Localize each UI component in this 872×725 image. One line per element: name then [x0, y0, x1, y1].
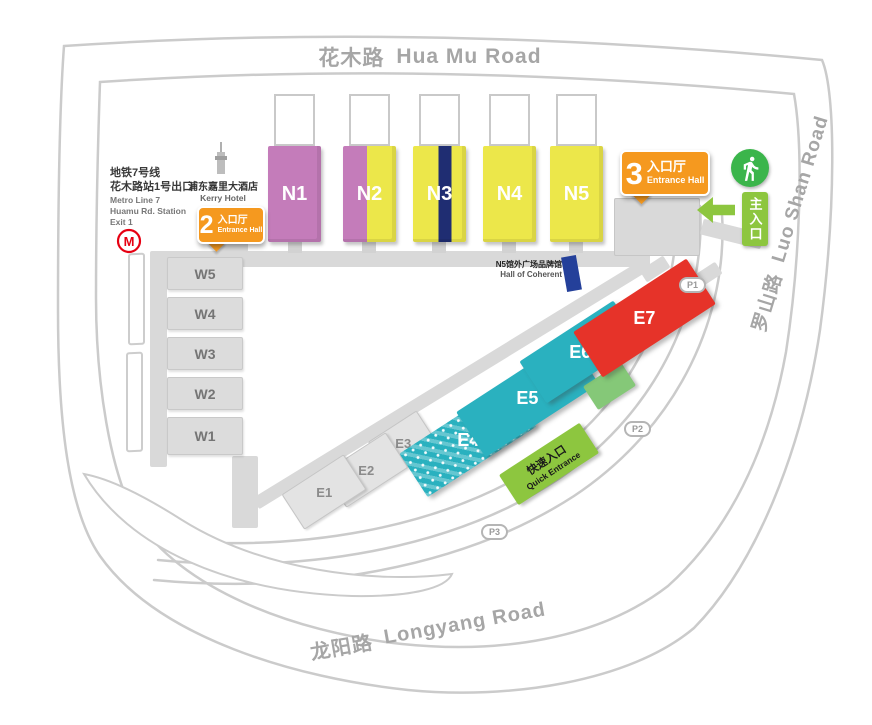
hall-w3: W3 — [167, 337, 243, 370]
coherent-hall-label: N5馆外广场品牌馆 Hall of Coherent — [478, 260, 562, 281]
hall-w1-label: W1 — [194, 428, 216, 444]
west-outdoor-strip-1 — [128, 252, 145, 346]
coherent-en: Hall of Coherent — [500, 270, 562, 280]
entrance-3-zh: 入口厅 — [646, 159, 686, 175]
parking-p3: P3 — [481, 524, 508, 540]
metro-zh-line2: 花木路站1号出口 — [110, 181, 194, 194]
road-huamu-en: Hua Mu Road — [396, 45, 542, 68]
hall-n3-tab — [432, 242, 446, 253]
hall-e2-label: E2 — [358, 462, 374, 478]
hall-w5-label: W5 — [194, 265, 216, 282]
hall-n4-tab — [502, 242, 516, 253]
corridor-west — [150, 251, 167, 467]
metro-logo-icon: M — [116, 228, 142, 259]
hall-n5-tab — [569, 242, 583, 253]
hall-n1-roof — [274, 94, 315, 146]
hall-w5: W5 — [167, 257, 243, 290]
hall-n1: N1 — [268, 146, 321, 242]
metro-zh-line1: 地铁7号线 — [110, 167, 161, 179]
entrance-2-number: 2 — [199, 210, 214, 239]
walking-person-icon — [743, 156, 758, 181]
pedestrian-icon — [731, 149, 769, 187]
parking-p3-label: P3 — [488, 527, 500, 537]
main-entrance-zh: 主入口 — [747, 196, 763, 242]
hotel-label: 浦东嘉里大酒店 Kerry Hotel — [178, 178, 268, 203]
entrance-3-number: 3 — [625, 155, 643, 191]
hall-n3-label: N3 — [426, 182, 453, 205]
hotel-en: Kerry Hotel — [200, 193, 246, 203]
coherent-zh: N5馆外广场品牌馆 — [495, 260, 562, 269]
hall-w2-label: W2 — [194, 385, 216, 402]
hall-n3: N3 — [413, 146, 466, 242]
hotel-zh: 浦东嘉里大酒店 — [188, 182, 258, 193]
parking-p2-label: P2 — [631, 424, 643, 434]
hall-e1-label: E1 — [316, 484, 332, 500]
corridor-southwest — [232, 456, 258, 528]
road-outer-boundary — [56, 35, 834, 694]
hall-n5-label: N5 — [563, 182, 590, 205]
west-outdoor-strip-2 — [126, 351, 143, 453]
entrance-3-badge: 3 入口厅 Entrance Hall — [620, 150, 710, 196]
hall-n2: N2 — [343, 146, 396, 242]
hall-w4: W4 — [167, 297, 243, 330]
road-label-huamu: 花木路 Hua Mu Road — [278, 42, 582, 72]
entrance-hall-3-building — [614, 198, 700, 256]
hall-n4-label: N4 — [496, 182, 523, 205]
hall-n3-roof — [419, 94, 460, 146]
hall-n1-label: N1 — [281, 182, 308, 205]
metro-info: 地铁7号线 花木路站1号出口 Metro Line 7 Huamu Rd. St… — [110, 166, 193, 228]
entrance-2-text: 入口厅 Entrance Hall — [218, 215, 263, 235]
road-inner-boundary — [94, 72, 801, 649]
hall-w1: W1 — [167, 417, 243, 455]
main-entrance-label: 主入口 — [742, 192, 768, 246]
road-huamu-zh: 花木路 — [318, 47, 385, 70]
hall-n4-roof — [489, 94, 530, 146]
hall-e7-label: E7 — [633, 307, 656, 328]
entrance-2-zh: 入口厅 — [217, 215, 248, 227]
hall-w2: W2 — [167, 377, 243, 410]
road-loop-southwest — [82, 472, 454, 598]
metro-en-line3: Exit 1 — [110, 216, 133, 227]
hall-n1-tab — [288, 242, 302, 253]
hotel-tower-icon — [212, 140, 230, 181]
metro-en-line2: Huamu Rd. Station — [110, 205, 187, 216]
hall-n4: N4 — [483, 146, 536, 242]
hall-n2-roof — [349, 94, 390, 146]
corridor-north — [158, 251, 650, 267]
hall-n2-label: N2 — [356, 182, 383, 205]
hall-n5: N5 — [550, 146, 603, 242]
parking-p1: P1 — [679, 277, 706, 293]
hall-w3-label: W3 — [194, 345, 216, 362]
hall-n2-tab — [362, 242, 376, 253]
hall-w4-label: W4 — [194, 305, 216, 322]
entrance-2-badge: 2 入口厅 Entrance Hall — [197, 206, 265, 244]
parking-p2: P2 — [624, 421, 651, 437]
entrance-3-text: 入口厅 Entrance Hall — [646, 159, 705, 186]
svg-text:M: M — [124, 234, 135, 249]
hall-n5-roof — [556, 94, 597, 146]
entrance-2-en: Entrance Hall — [217, 226, 263, 234]
metro-en-line1: Metro Line 7 — [110, 194, 161, 205]
entrance-3-en: Entrance Hall — [646, 175, 705, 186]
hall-e5-label: E5 — [516, 387, 539, 408]
parking-p1-label: P1 — [686, 280, 698, 290]
